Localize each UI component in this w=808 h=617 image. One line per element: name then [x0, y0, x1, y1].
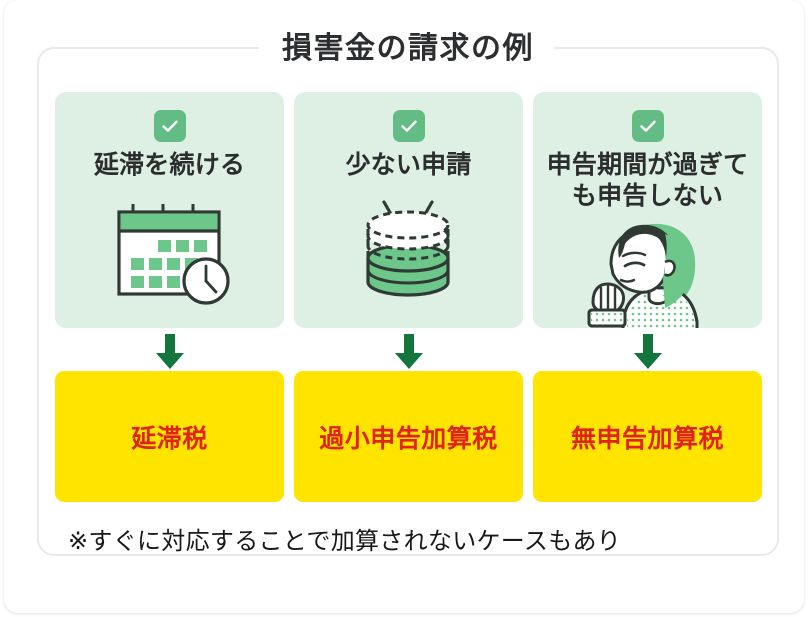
down-arrow-icon: [394, 334, 424, 370]
down-arrow-icon: [155, 334, 185, 370]
page-title: 損害金の請求の例: [282, 31, 534, 66]
result-label: 延滞税: [131, 423, 208, 453]
result-label: 過小申告加算税: [319, 423, 498, 453]
page-frame: 損害金の請求の例 延滞を続ける: [4, 0, 804, 613]
result-box: 過小申告加算税: [294, 371, 523, 502]
flow-column: 少ない申請: [294, 92, 523, 502]
check-icon: [631, 110, 664, 142]
cause-card: 少ない申請: [294, 92, 523, 328]
footnote: ※すぐに対応することで加算されないケースもあり: [68, 527, 622, 555]
flow-columns: 延滞を続ける: [55, 92, 763, 502]
coin-stack-icon: [294, 194, 523, 314]
check-icon: [153, 110, 186, 142]
check-icon: [392, 110, 425, 142]
result-box: 延滞税: [55, 371, 284, 502]
cause-card: 延滞を続ける: [55, 92, 284, 328]
flow-column: 申告期間が過ぎて も申告しない: [533, 92, 762, 502]
thinking-person-icon: [533, 208, 762, 328]
result-label: 無申告加算税: [570, 423, 724, 453]
cause-label: 申告期間が過ぎて も申告しない: [546, 150, 749, 210]
cause-card: 申告期間が過ぎて も申告しない: [533, 92, 762, 328]
cause-label: 延滞を続ける: [93, 150, 246, 179]
title-notch-mask: [259, 38, 554, 60]
cause-label: 少ない申請: [345, 150, 472, 179]
flow-column: 延滞を続ける: [55, 92, 284, 502]
down-arrow-icon: [633, 334, 663, 370]
calendar-clock-icon: [55, 196, 284, 316]
result-box: 無申告加算税: [533, 371, 762, 502]
